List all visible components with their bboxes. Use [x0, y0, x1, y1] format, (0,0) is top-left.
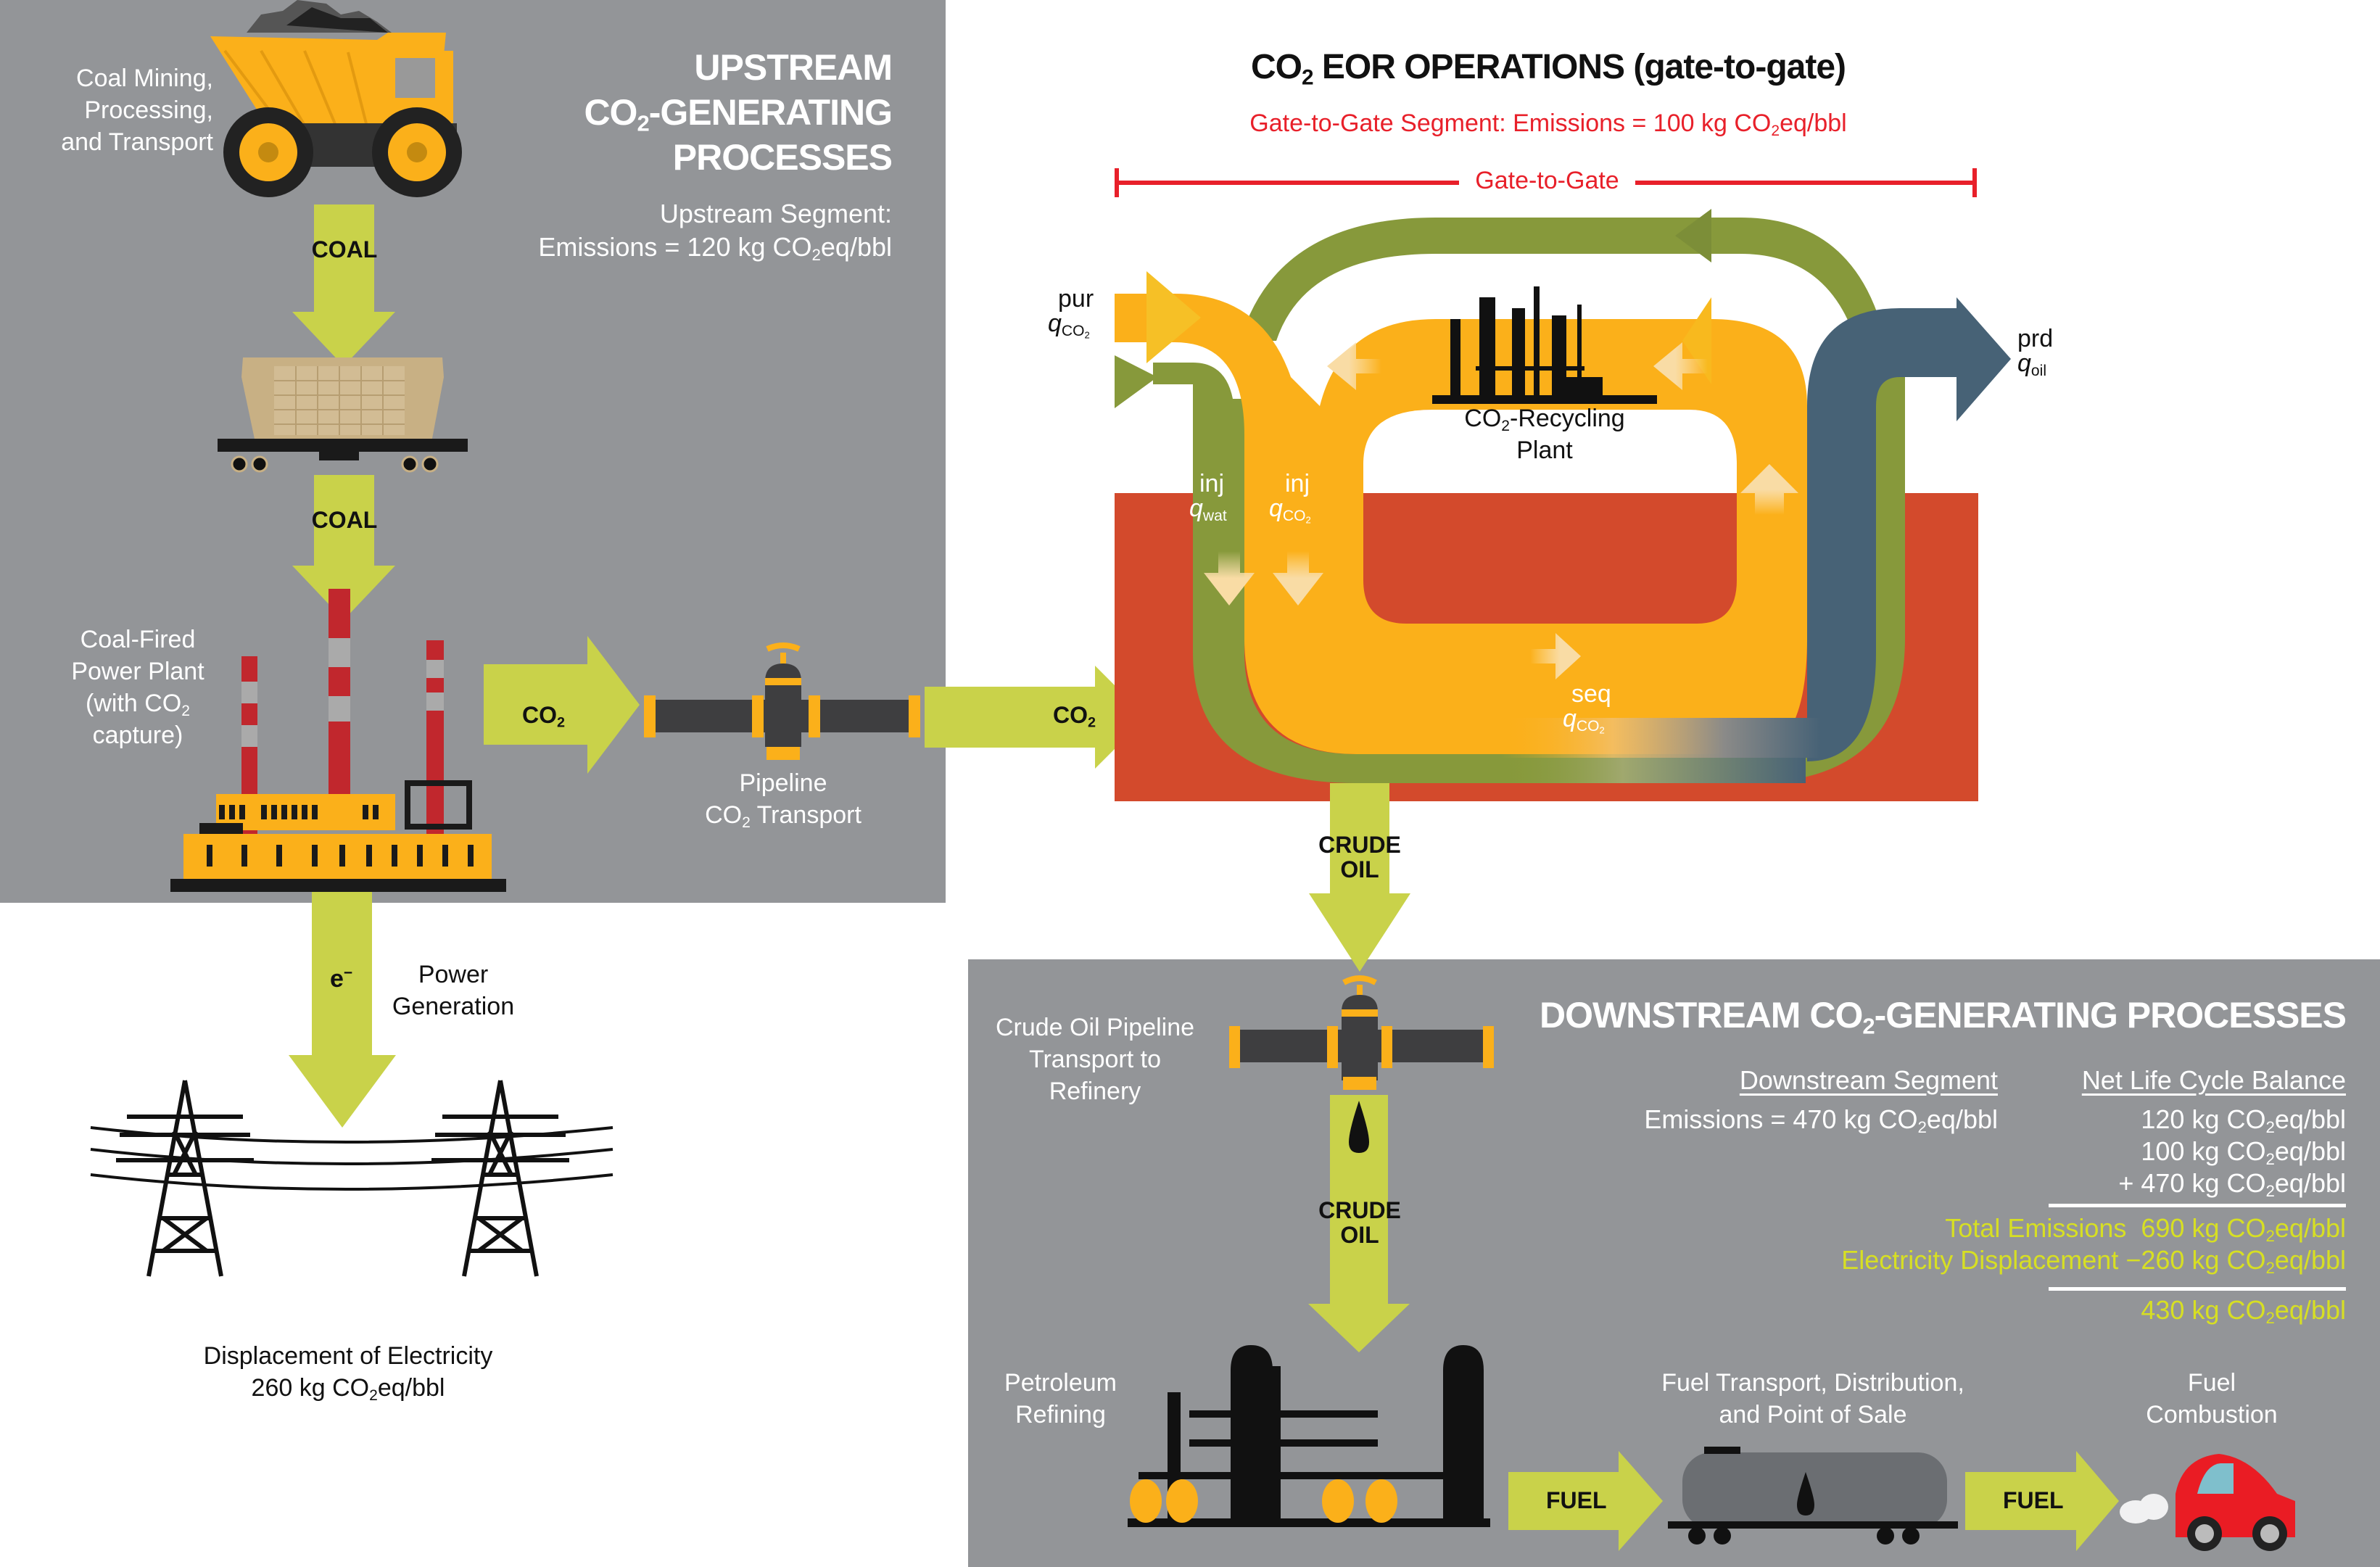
coal-power-plant-icon — [170, 589, 506, 892]
net-balance-header: Net Life Cycle Balance — [2081, 1065, 2346, 1095]
eor-segment-emissions: Gate-to-Gate Segment: Emissions = 100 kg… — [1249, 109, 1847, 139]
coal-arrow-1 — [292, 204, 395, 366]
sequestration-gradient-lower — [1501, 758, 1806, 783]
coal-label-2: COAL — [311, 507, 378, 533]
coal-label-1: COAL — [311, 236, 378, 262]
co2-recycling-plant-icon — [1432, 286, 1657, 404]
coal-arrow-2 — [292, 475, 395, 620]
co2-arrow-to-pipeline — [484, 636, 640, 774]
upstream-title-line-1: UPSTREAM — [694, 47, 893, 88]
co2-pipeline-icon — [644, 642, 920, 760]
co2-arrow-label-2: CO2 — [1053, 702, 1096, 731]
crude-oil-arrow-2 — [1308, 1095, 1410, 1352]
downstream-segment-emissions: Emissions = 470 kg CO2eq/bbl — [1644, 1104, 1998, 1137]
fuel-transport-label: Fuel Transport, Distribution, and Point … — [1661, 1369, 1964, 1429]
eor-title: CO2 EOR OPERATIONS (gate-to-gate) — [1250, 48, 1846, 90]
fuel-combustion-label: Fuel Combustion — [2146, 1369, 2278, 1429]
balance-row-downstream: + 470 kg CO2eq/bbl — [2118, 1168, 2346, 1201]
total-emissions-label: Total Emissions — [1945, 1213, 2127, 1243]
coal-mining-label: Coal Mining, Processing, and Transport — [61, 65, 213, 156]
pipeline-label: Pipeline CO2 Transport — [705, 769, 861, 831]
downstream-title: DOWNSTREAM CO2-GENERATING PROCESSES — [1540, 995, 2347, 1039]
co2-loop — [1115, 271, 1807, 754]
crude-oil-label-1: CRUDE OIL — [1318, 832, 1401, 882]
electricity-displacement-label-text: Electricity Displacement — [1841, 1245, 2119, 1275]
fuel-label-2: FUEL — [2003, 1487, 2064, 1513]
oil-production-flow — [1807, 297, 2011, 761]
electricity-arrow — [289, 892, 396, 1128]
recycling-plant-label: CO2-Recycling Plant — [1464, 405, 1625, 464]
downstream-segment-header: Downstream Segment — [1739, 1065, 1998, 1095]
transmission-towers-icon — [90, 1080, 613, 1277]
tower-right — [431, 1080, 569, 1277]
balance-row-upstream: 120 kg CO2eq/bbl — [2141, 1104, 2346, 1137]
upstream-title: UPSTREAM CO2-GENERATING PROCESSES — [584, 45, 893, 180]
dump-truck-icon — [210, 0, 462, 197]
power-generation-label: Power Generation — [392, 961, 515, 1020]
gate-to-gate-bracket — [1115, 168, 1977, 197]
crude-oil-label-2: CRUDE OIL — [1318, 1197, 1401, 1248]
electricity-displacement-value: −260 kg CO — [2125, 1245, 2266, 1275]
net-balance-value: 430 kg CO — [2141, 1295, 2266, 1325]
crude-pipeline-label: Crude Oil Pipeline Transport to Refinery — [995, 1014, 1195, 1105]
tower-left — [116, 1080, 254, 1277]
total-emissions-value: 690 kg CO — [2141, 1213, 2266, 1243]
sequestration-gradient — [1501, 718, 1820, 758]
power-plant-label: Coal-Fired Power Plant (with CO2 capture… — [71, 626, 204, 749]
hopper-car-icon — [218, 357, 468, 473]
flow-direction-arrows — [1204, 342, 1798, 679]
balance-rows: 120 kg CO2eq/bbl 100 kg CO2eq/bbl + 470 … — [2118, 1104, 2346, 1199]
petroleum-refining-label: Petroleum Refining — [1004, 1369, 1117, 1429]
electricity-displacement-label: Displacement of Electricity 260 kg CO2eq… — [203, 1342, 493, 1404]
car-icon — [2120, 1454, 2295, 1551]
balance-rule-2 — [2049, 1287, 2346, 1291]
downstream-panel — [968, 959, 2380, 1567]
petroleum-refinery-icon — [1128, 1345, 1490, 1527]
produced-oil-label: prd qoil — [2017, 325, 2054, 379]
upstream-segment: Upstream Segment: Emissions = 120 kg CO2… — [538, 197, 892, 264]
upstream-title-line-3: PROCESSES — [672, 137, 893, 178]
upstream-segment-label: Upstream Segment: — [659, 199, 892, 228]
co2-arrow-to-eor — [925, 666, 1146, 769]
net-balance-row: 430 kg CO2eq/bbl — [2141, 1295, 2346, 1328]
upstream-title-line-2: CO2-GENERATING — [584, 92, 893, 136]
fuel-arrow-2 — [1965, 1451, 2119, 1551]
total-emissions-row: Total Emissions 690 kg CO2eq/bbl — [1945, 1213, 2346, 1246]
electricity-displacement-row: Electricity Displacement −260 kg CO2eq/b… — [1841, 1245, 2346, 1278]
electron-label: e− — [330, 964, 353, 993]
fuel-label-1: FUEL — [1546, 1487, 1607, 1513]
crude-oil-pipeline-icon — [1229, 975, 1494, 1090]
gate-to-gate-label: Gate-to-Gate — [1475, 167, 1619, 194]
upstream-emissions: Emissions = 120 kg CO2eq/bbl — [538, 232, 892, 265]
tank-car-icon — [1668, 1447, 1958, 1545]
sequestered-co2-label: seq qCO2 — [1563, 680, 1611, 736]
oil-drop-icon — [1349, 1101, 1369, 1153]
purchased-co2-label: pur qCO2 — [1048, 285, 1094, 341]
injected-water-label: inj qwat — [1189, 470, 1227, 524]
balance-rule-1 — [2049, 1204, 2346, 1207]
balance-row-gate: 100 kg CO2eq/bbl — [2141, 1136, 2346, 1169]
fuel-arrow-1 — [1508, 1451, 1663, 1551]
injected-co2-label: inj qCO2 — [1269, 470, 1311, 526]
crude-oil-arrow-1 — [1309, 783, 1410, 972]
co2-arrow-label-1: CO2 — [522, 702, 566, 731]
